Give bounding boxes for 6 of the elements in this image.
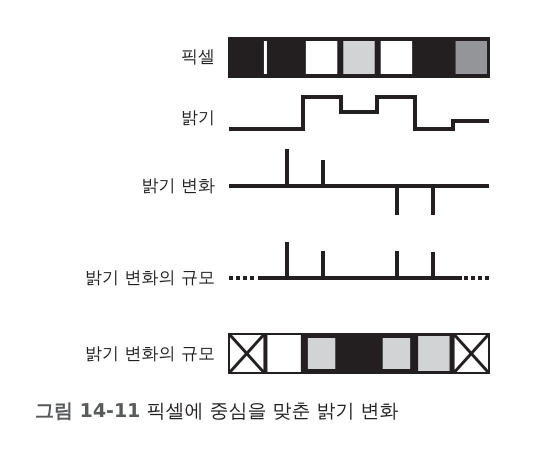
figure-caption: 그림 14-11 픽셀에 중심을 맞춘 밝기 변화	[35, 399, 399, 424]
row-label: 픽셀	[181, 47, 215, 67]
row-label: 밝기 변화의 규모	[85, 268, 215, 288]
row-label: 밝기	[181, 108, 215, 128]
row-label: 밝기 변화의 규모	[85, 344, 215, 364]
row-label: 밝기 변화	[142, 176, 215, 196]
